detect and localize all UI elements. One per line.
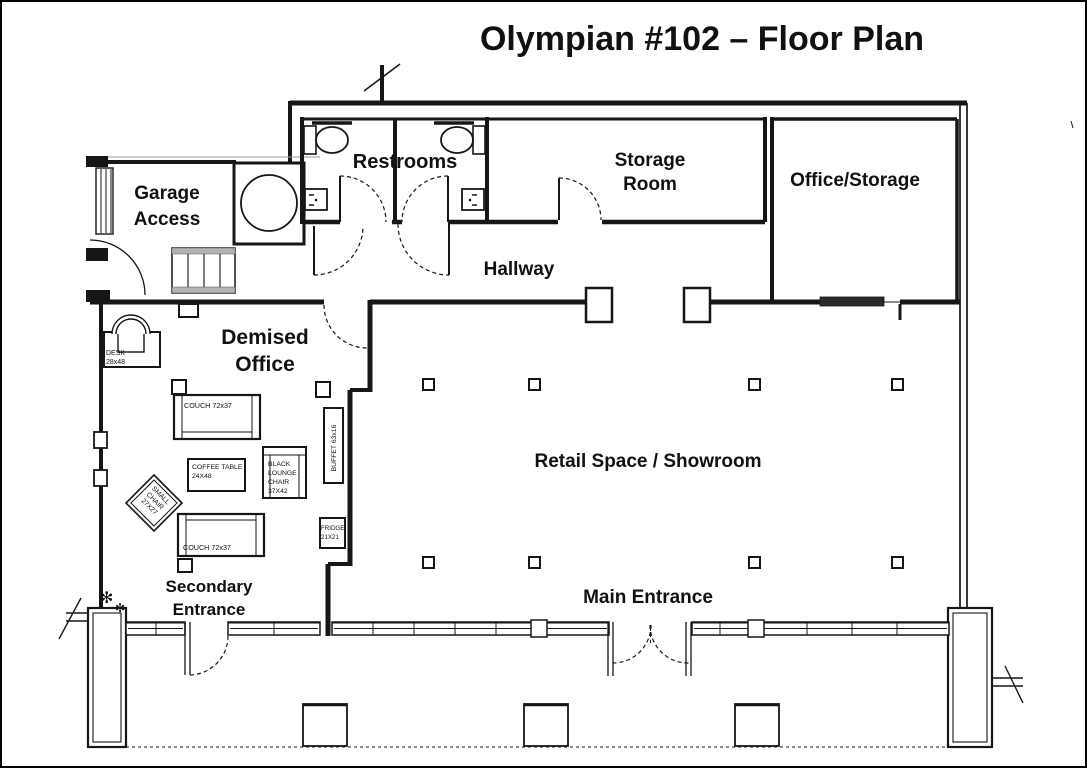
small-chair [124,473,184,533]
toilet-tank-icon [303,125,317,155]
demised-west-wall [93,302,108,610]
equipment-closet [232,161,306,246]
exterior-walls [288,63,1074,608]
tank-icon [240,174,298,232]
toilet-icon [315,126,349,154]
mullion-post [530,619,548,638]
sink-icon [461,188,485,211]
toilet-tank-icon [472,125,486,155]
plant-icon: ✻ ✻ [100,590,125,615]
stairs-icon [171,247,236,294]
desk-label: 28x48 [106,359,125,366]
hallway-label: Hallway [484,259,555,280]
storefront-windows [125,619,950,638]
storefront [58,597,1024,749]
desk-label: DESK [106,350,125,357]
demised-office-label: Demised [221,326,309,349]
office-storage-walls [770,117,959,300]
coffee-table-label: COFFEE TABLE [192,464,243,471]
sidewalk-columns [302,703,780,747]
storage-room-label: Room [623,174,677,195]
main-entrance-door [607,622,692,676]
fridge [319,517,346,549]
secondary-entrance-door [184,622,229,676]
toilet-icon [440,126,474,154]
buffet-label: BUFFET 63x16 [331,424,338,471]
svg-text:✻: ✻ [115,601,125,615]
break-marks [58,597,1024,704]
sliding-door-panel [819,296,885,307]
couch-upper [171,379,262,441]
demised-retail-divider-wall [315,300,373,636]
svg-text:BUFFET 63x16: BUFFET 63x16 [331,424,338,471]
garage-swing-door-arc [89,239,146,296]
coffee-table-label: 24X48 [192,473,212,480]
corner-column [86,606,128,749]
restroom-storage-walls [300,117,767,225]
corner-column [946,606,994,749]
restrooms-label: Restrooms [353,151,457,173]
coffee-table [187,458,246,492]
secondary-entrance-label: Secondary [166,577,253,596]
storage-room-door [558,177,602,221]
office-storage-label: Office/Storage [790,170,920,191]
couch-lower [176,512,266,573]
page-title: Olympian #102 – Floor Plan [480,20,924,58]
wall-pier [584,286,614,324]
secondary-entrance-label: Entrance [173,600,246,619]
lounge-chair-label: 37X42 [268,488,288,495]
hallway-doors [313,223,450,276]
couch-lower-label: COUCH 72x37 [183,543,231,552]
demised-office-door-arc [323,304,368,349]
svg-text:✻: ✻ [100,590,113,607]
storage-room-label: Storage [615,150,686,171]
fridge-label: 21X21 [321,534,339,541]
furniture-labels: DESK 28x48 COUCH 72x37 COFFEE TABLE 24X4… [106,350,344,552]
end-table-icon [171,379,187,395]
lounge-chair-label: BLACK [268,461,291,468]
garage-door [95,167,114,235]
main-entrance-label: Main Entrance [583,587,713,608]
mullion-post [747,619,765,638]
retail-columns [422,378,904,569]
lounge-chair [262,446,307,499]
lounge-chair-label: LOUNGE [268,470,297,477]
demised-office-label: Office [235,353,295,376]
labels: Olympian #102 – Floor Plan Garage Access… [134,20,924,619]
restroom-1-fixtures [303,121,352,211]
restroom-2-fixtures [434,121,486,211]
garage-walls [86,156,320,302]
desk [103,314,161,368]
fridge-label: FRIDGE [321,525,344,532]
wall-pier [682,286,712,324]
couch-upper-label: COUCH 72x37 [184,401,232,410]
garage-access-label: Garage [134,183,199,204]
hallway-south-wall [90,286,960,324]
restroom-doors [339,175,449,223]
retail-showroom-label: Retail Space / Showroom [535,451,762,472]
lounge-chair-label: CHAIR [268,479,289,486]
buffet [323,407,344,484]
end-table-icon [177,558,193,573]
garage-access-label: Access [134,209,201,230]
